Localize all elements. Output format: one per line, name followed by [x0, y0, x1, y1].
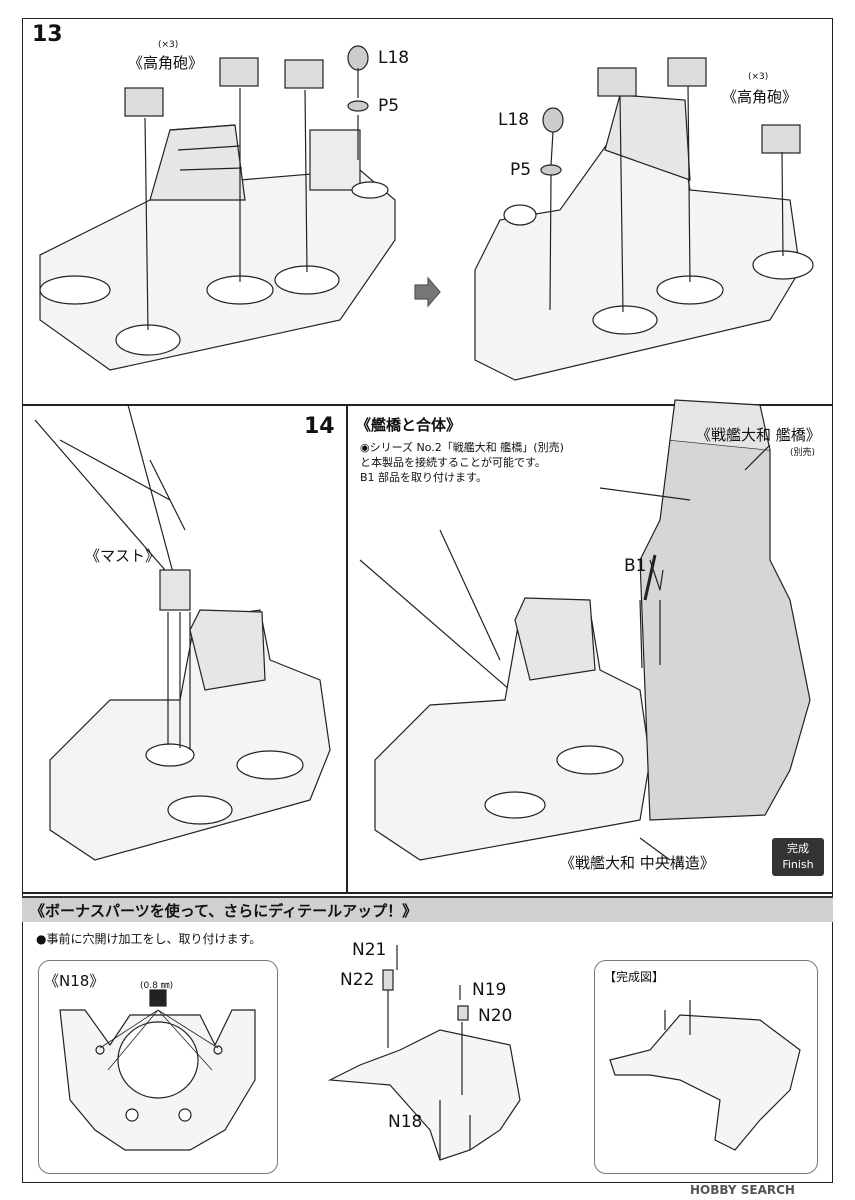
combine-panel — [347, 405, 833, 893]
part-n18-label: N18 — [388, 1112, 423, 1132]
complete-view-label: 【完成図】 — [604, 970, 665, 984]
bonus-instruction: ●事前に穴開け加工をし、取り付けます。 — [36, 932, 262, 946]
part-n22-label: N22 — [340, 970, 375, 990]
combine-note-line-2: と本製品を接続することが可能です。 — [360, 456, 546, 469]
bonus-header-bar: 《ボーナスパーツを使って、さらにディテールアップ！》 — [22, 896, 833, 922]
drill-size-label: (0.8 ㎜) — [140, 981, 174, 991]
finish-en: Finish — [782, 858, 814, 871]
part-b1-label: B1 — [624, 556, 647, 576]
complete-view-box — [594, 960, 818, 1174]
combine-note-line-3: B1 部品を取り付けます。 — [360, 471, 487, 484]
combine-title: 《艦橋と合体》 — [356, 416, 462, 434]
step13-left-l18-label: L18 — [378, 48, 410, 68]
n18-box-label: 《N18》 — [44, 972, 105, 990]
bridge-sub-label: (別売) — [790, 448, 816, 458]
watermark: HOBBY SEARCH — [690, 1183, 795, 1197]
step13-number: 13 — [32, 22, 63, 47]
n18-detail-box — [38, 960, 278, 1174]
step14-number: 14 — [304, 414, 335, 439]
bonus-header: 《ボーナスパーツを使って、さらにディテールアップ！》 — [30, 902, 418, 920]
step13-left-aa-qty: (×3) — [158, 40, 179, 50]
part-n21-label: N21 — [352, 940, 387, 960]
part-n20-label: N20 — [478, 1006, 513, 1026]
step13-right-l18-label: L18 — [498, 110, 530, 130]
finish-badge: 完成 Finish — [772, 838, 824, 876]
bridge-label: 《戦艦大和 艦橋》 — [696, 426, 821, 444]
step14-panel — [22, 405, 347, 893]
step13-left-p5-label: P5 — [378, 96, 400, 116]
part-n19-label: N19 — [472, 980, 507, 1000]
bonus-panel — [22, 893, 833, 1183]
combine-note-line-1: ◉シリーズ No.2「戦艦大和 艦橋」(別売) — [360, 441, 564, 454]
step13-right-p5-label: P5 — [510, 160, 532, 180]
step13-left-aa-label: 《高角砲》 — [128, 54, 204, 72]
finish-jp: 完成 — [787, 842, 809, 855]
step13-right-aa-label: 《高角砲》 — [722, 88, 798, 106]
center-structure-label: 《戦艦大和 中央構造》 — [560, 854, 715, 872]
step13-panel — [22, 18, 833, 405]
step13-right-aa-qty: (×3) — [748, 72, 769, 82]
mast-label: 《マスト》 — [85, 547, 161, 565]
